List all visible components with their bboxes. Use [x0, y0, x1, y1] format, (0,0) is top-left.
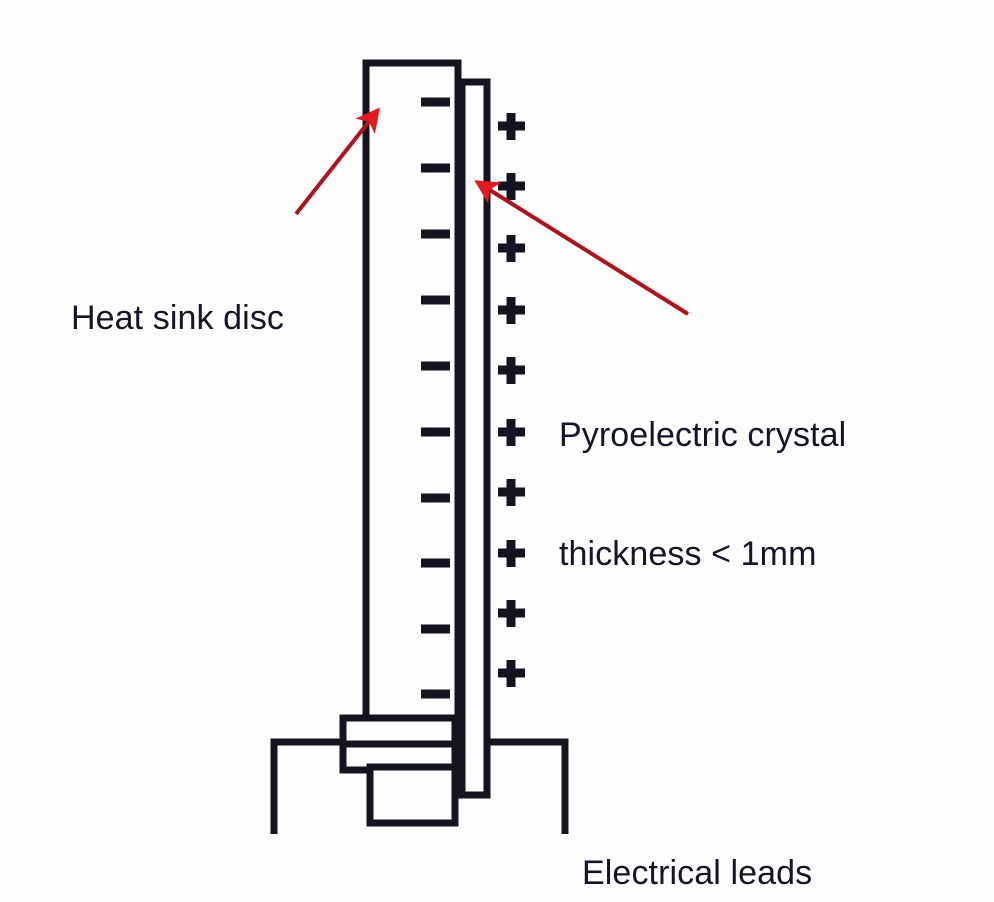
crystal-arrow: [474, 180, 690, 316]
pyroelectric-crystal-group: [458, 78, 491, 799]
plus-sign: [498, 173, 525, 200]
mounting-flange-group: [339, 714, 459, 774]
pyroelectric-crystal-label-line2: thickness < 1mm: [559, 534, 817, 573]
positive-charge-symbols: [498, 113, 525, 687]
electrical-leads-group: [270, 738, 569, 834]
flange-upper-bar: [339, 714, 459, 748]
right-electrical-lead: [484, 738, 569, 834]
plus-sign: [498, 113, 525, 140]
plus-sign: [498, 297, 525, 324]
negative-charge-symbols: [421, 97, 450, 699]
plus-sign: [498, 660, 525, 687]
left-electrical-lead: [270, 738, 346, 834]
plus-sign: [498, 357, 525, 384]
electrical-leads-label: Electrical leads: [582, 774, 812, 902]
pyroelectric-crystal-label-line1: Pyroelectric crystal: [559, 415, 847, 454]
pyroelectric-crystal-slab: [458, 78, 491, 799]
base-housing-group: [366, 763, 459, 827]
heat-sink-disc-label-text: Heat sink disc: [71, 298, 285, 337]
annotation-arrows-group: [294, 107, 690, 316]
heat-sink-arrow: [294, 107, 380, 216]
plus-sign: [498, 479, 525, 506]
plus-sign: [498, 600, 525, 627]
heat-sink-disc-label: Heat sink disc: [71, 219, 284, 418]
plus-sign: [498, 419, 525, 446]
plus-sign: [498, 540, 525, 567]
electrical-leads-label-text: Electrical leads: [582, 853, 813, 892]
pyroelectric-crystal-label: Pyroelectric crystal thickness < 1mm: [559, 336, 846, 654]
base-housing-box: [366, 763, 459, 827]
plus-sign: [498, 235, 525, 262]
